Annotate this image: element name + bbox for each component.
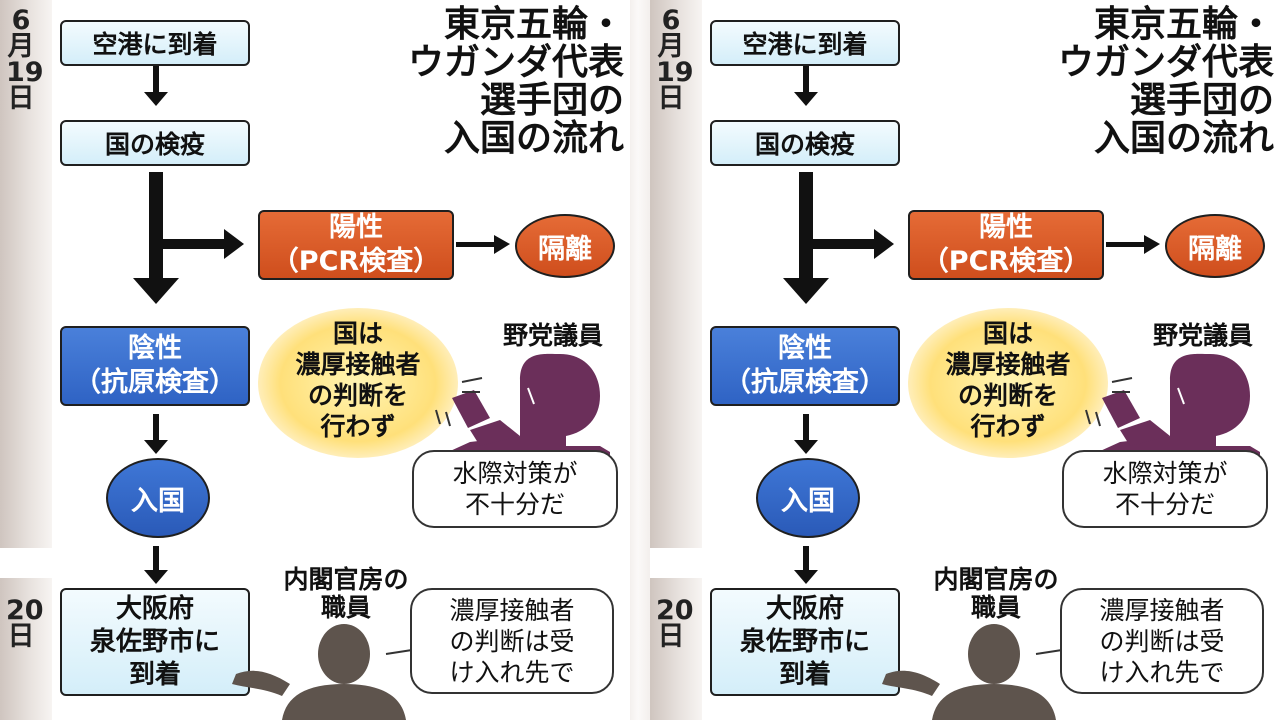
highlight-glow (908, 308, 1108, 458)
quote-cabinet: 濃厚接触者の判断は受け入れ先で (410, 588, 614, 694)
step-arrival: 大阪府泉佐野市に到着 (60, 588, 250, 696)
opposition-silhouette (426, 353, 610, 462)
step-quarantine: 国の検疫 (60, 120, 250, 166)
quote-cabinet: 濃厚接触者の判断は受け入れ先で (1060, 588, 1264, 694)
step-entry: 入国 (756, 458, 860, 538)
flow-arrows (783, 66, 1160, 584)
speaker-opposition-label: 野党議員 (1152, 321, 1253, 350)
cabinet-silhouette (232, 624, 413, 720)
date-band-second (650, 578, 702, 720)
step-positive: 陽性（PCR検査） (258, 210, 454, 280)
panel-divider (630, 0, 650, 720)
step-airport: 空港に到着 (710, 20, 900, 66)
step-negative: 陰性（抗原検査） (710, 326, 900, 406)
diagram-title: 東京五輪・ウガンダ代表選手団の入国の流れ (1057, 4, 1274, 159)
step-airport: 空港に到着 (60, 20, 250, 66)
step-entry: 入国 (106, 458, 210, 538)
speaker-opposition-label: 野党議員 (502, 321, 603, 350)
opposition-silhouette (1076, 353, 1260, 462)
step-quarantine: 国の検疫 (710, 120, 900, 166)
highlight-glow (258, 308, 458, 458)
date-band-first (650, 0, 702, 548)
quote-opposition: 水際対策が不十分だ (1062, 450, 1268, 528)
diagram-title: 東京五輪・ウガンダ代表選手団の入国の流れ (407, 4, 624, 159)
cabinet-silhouette (882, 624, 1063, 720)
quote-opposition: 水際対策が不十分だ (412, 450, 618, 528)
speaker-cabinet-label: 内閣官房の職員 (283, 565, 409, 622)
step-isolation: 隔離 (515, 214, 615, 278)
flow-arrows (133, 66, 510, 584)
highlight-note: 国は濃厚接触者の判断を行わず (295, 319, 421, 441)
speaker-cabinet-label: 内閣官房の職員 (933, 565, 1059, 622)
date-band-second (0, 578, 52, 720)
highlight-note: 国は濃厚接触者の判断を行わず (945, 319, 1071, 441)
step-arrival: 大阪府泉佐野市に到着 (710, 588, 900, 696)
step-positive: 陽性（PCR検査） (908, 210, 1104, 280)
step-isolation: 隔離 (1165, 214, 1265, 278)
date-band-first (0, 0, 52, 548)
step-negative: 陰性（抗原検査） (60, 326, 250, 406)
